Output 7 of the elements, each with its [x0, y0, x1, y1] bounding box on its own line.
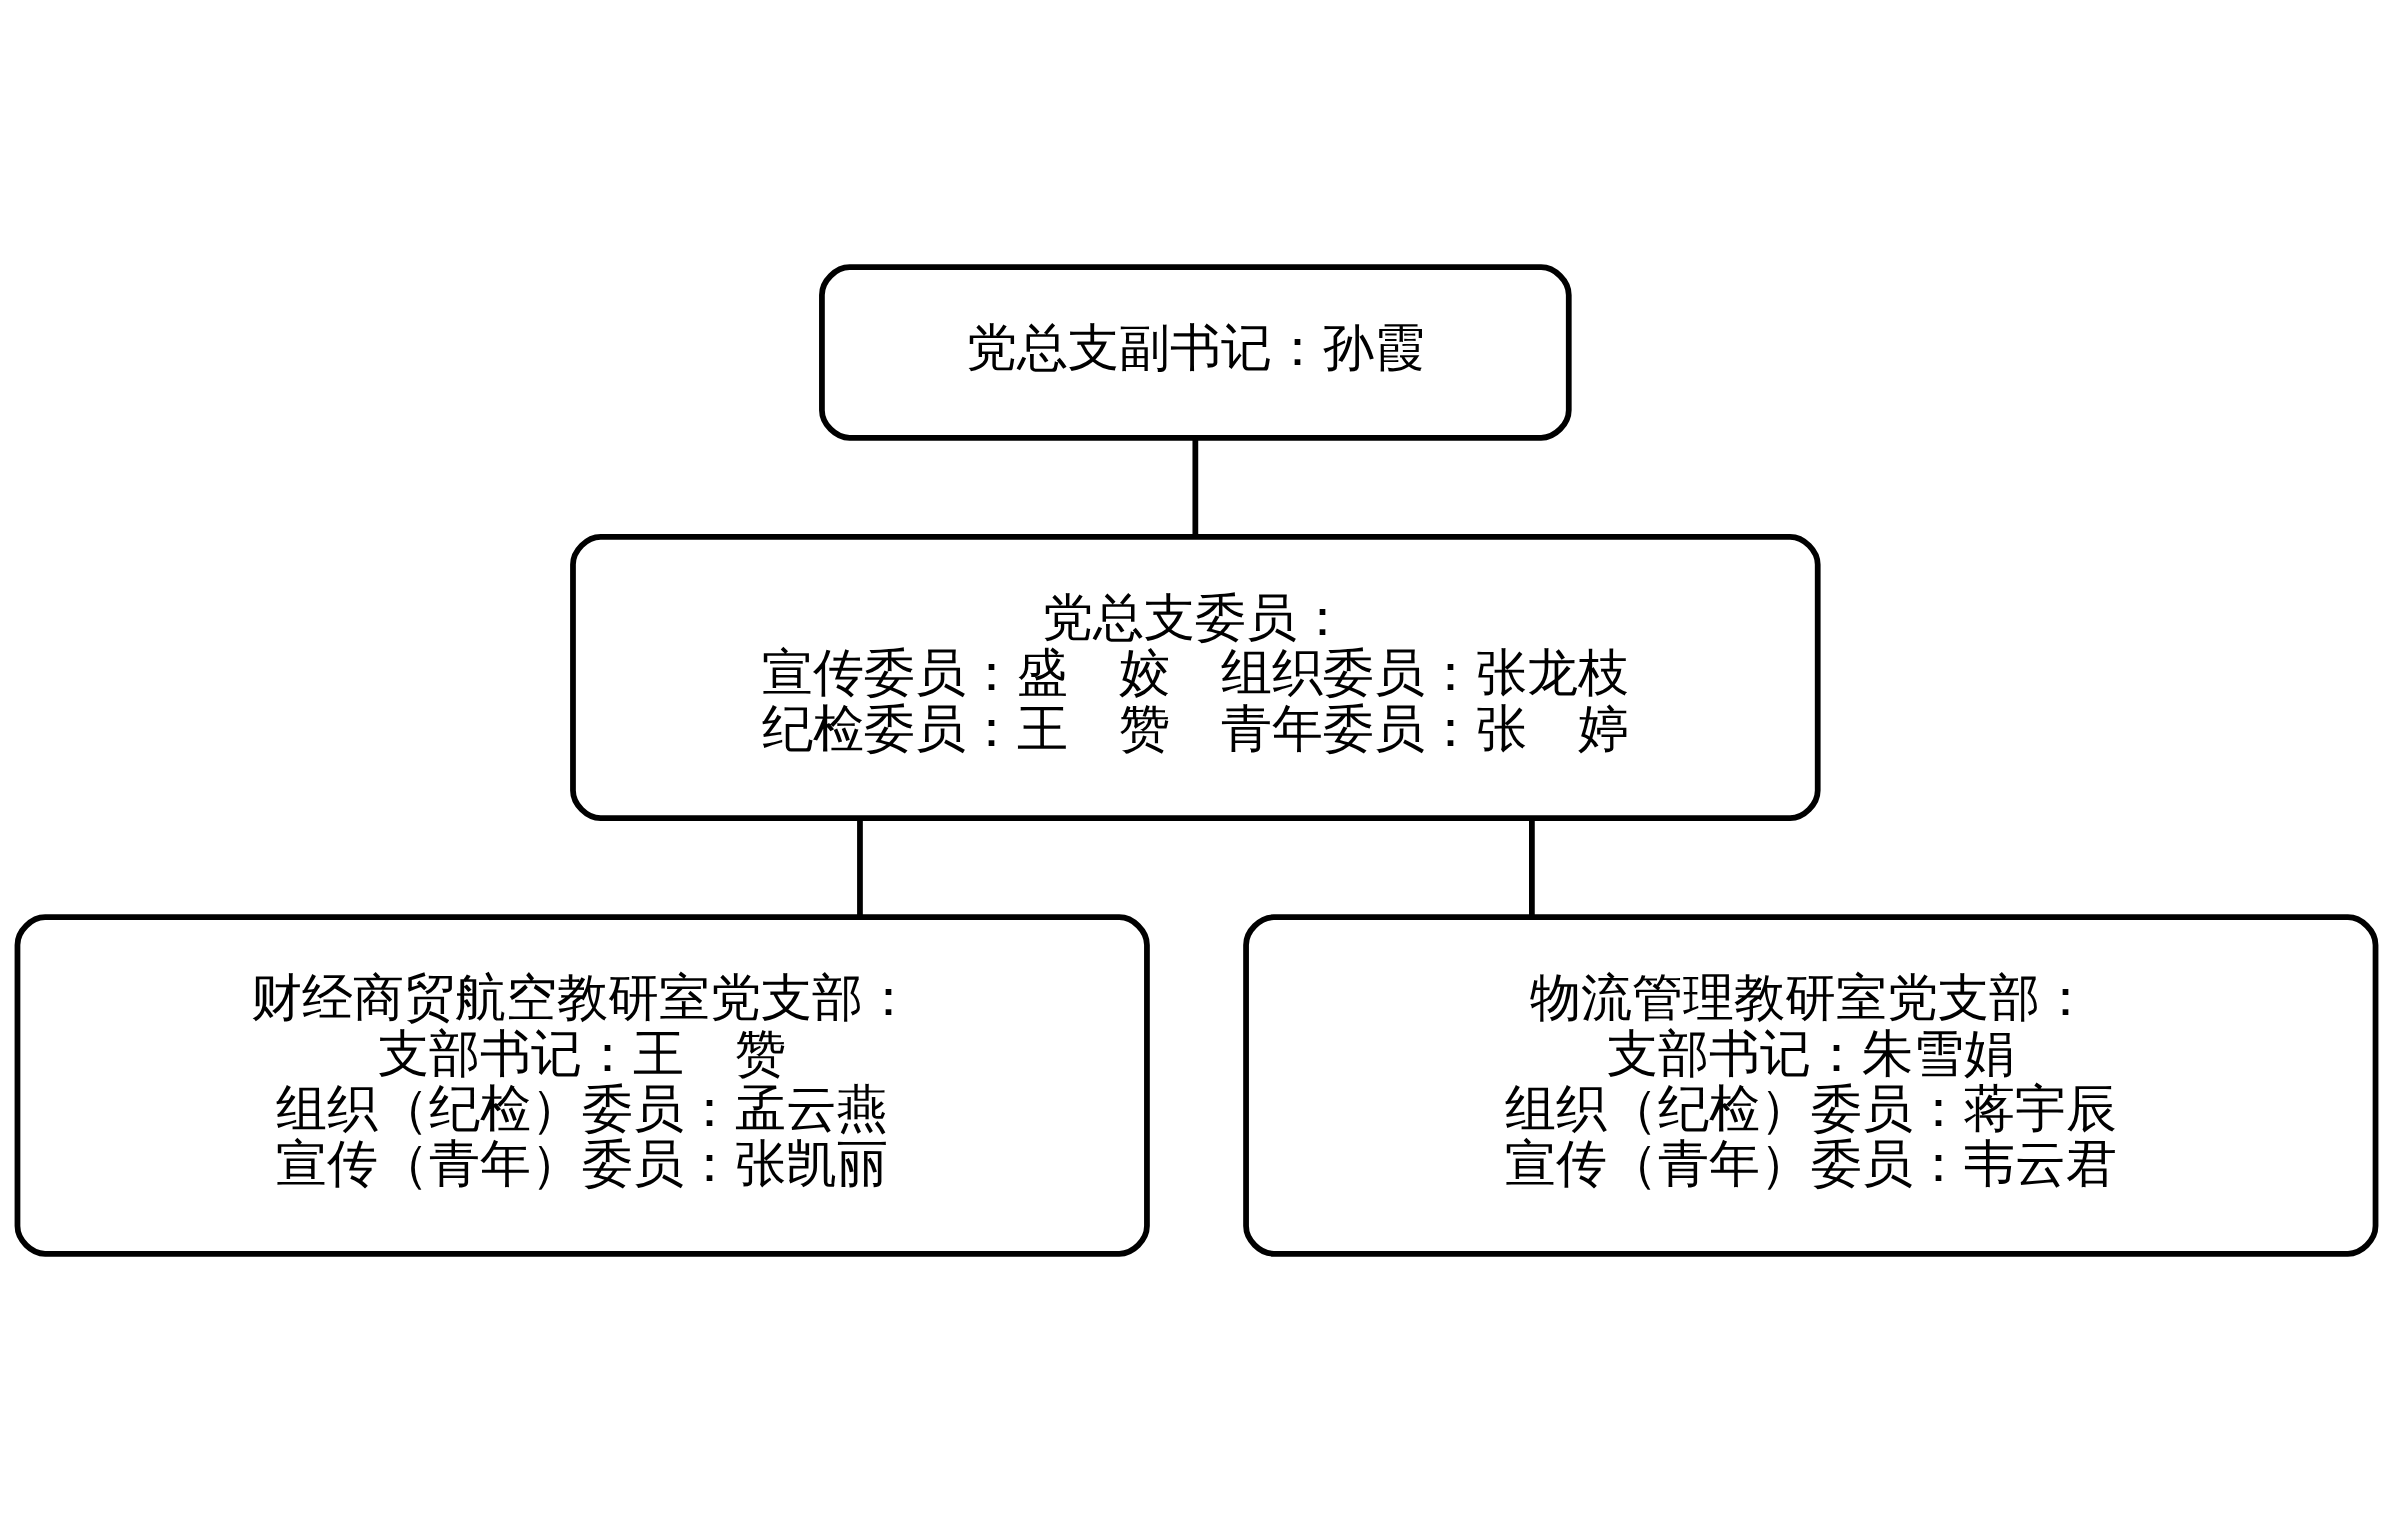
connector — [1192, 437, 1199, 537]
connector — [857, 818, 863, 917]
node-box: 财经商贸航空教研室党支部： 支部书记：王 赞 组织（纪检）委员：孟云燕 宣传（青年）委员：张凯丽 — [14, 913, 1150, 1257]
node-box: 党总支委员： 宣传委员：盛 姣 组织委员：张龙枝 纪检委员：王 赞 青年委员：张 婷 — [570, 533, 1821, 821]
node-box: 物流管理教研室党支部： 支部书记：朱雪娟 组织（纪检）委员：蒋宇辰 宣传（青年）委员：韦云君 — [1243, 913, 2379, 1257]
connector — [1529, 818, 1535, 917]
node-box: 党总支副书记：孙霞 — [819, 263, 1572, 441]
